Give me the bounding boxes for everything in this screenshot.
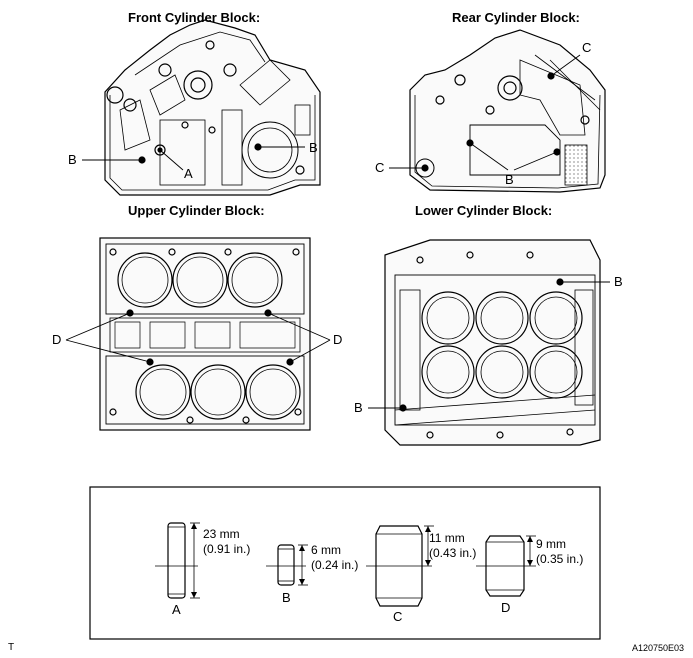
rear-cylinder-block-drawing [409, 29, 606, 193]
pin-d-drawing [476, 535, 536, 597]
pin-b-drawing [266, 544, 308, 586]
callout-front-b-right: B [309, 140, 318, 155]
pin-a-dim-in: (0.91 in.) [203, 542, 251, 556]
pin-a-drawing [155, 522, 200, 599]
pin-d-dim-in: (0.35 in.) [536, 552, 584, 566]
front-cylinder-block-drawing [104, 19, 321, 196]
pin-c-drawing [366, 525, 434, 607]
pin-specs-box [89, 486, 601, 640]
callout-lower-b-top: B [614, 274, 623, 289]
pin-d-label: D [501, 600, 511, 615]
pin-a-label: A [172, 602, 181, 617]
pin-c-label: C [393, 609, 403, 624]
pin-c-dim-in: (0.43 in.) [429, 546, 477, 560]
title-rear-cylinder-block: Rear Cylinder Block: [452, 10, 580, 25]
callout-lower-b-bottom: B [354, 400, 363, 415]
rear-callout-lines [389, 54, 581, 171]
pin-a-dimension: 23 mm (0.91 in.) [203, 527, 250, 557]
lower-cylinder-block-drawing [384, 239, 601, 446]
title-upper-cylinder-block: Upper Cylinder Block: [128, 203, 265, 218]
lower-callout-lines [368, 281, 610, 409]
upper-callout-lines [65, 312, 331, 363]
pin-c-dimension: 11 mm (0.43 in.) [429, 531, 476, 561]
figure-code: A120750E03 [632, 643, 685, 653]
pin-b-dimension: 6 mm (0.24 in.) [311, 543, 358, 573]
front-callout-lines [82, 146, 305, 171]
pin-b-dim-mm: 6 mm [311, 543, 341, 557]
pin-b-dim-in: (0.24 in.) [311, 558, 359, 572]
pin-d-dim-mm: 9 mm [536, 537, 566, 551]
pin-b-label: B [282, 590, 291, 605]
callout-upper-d-right: D [333, 332, 343, 347]
pin-a-dim-mm: 23 mm [203, 527, 240, 541]
pin-d-dimension: 9 mm (0.35 in.) [536, 537, 583, 567]
callout-upper-d-left: D [52, 332, 62, 347]
callout-rear-c-top: C [582, 40, 592, 55]
pin-c-dim-mm: 11 mm [429, 531, 465, 545]
callout-rear-b: B [505, 172, 514, 187]
callout-front-a: A [184, 166, 193, 181]
callout-front-b-left: B [68, 152, 77, 167]
footer-left-mark: T [8, 642, 15, 653]
title-front-cylinder-block: Front Cylinder Block: [128, 10, 261, 25]
title-lower-cylinder-block: Lower Cylinder Block: [415, 203, 553, 218]
callout-rear-c-left: C [375, 160, 385, 175]
upper-cylinder-block-drawing [99, 237, 311, 431]
